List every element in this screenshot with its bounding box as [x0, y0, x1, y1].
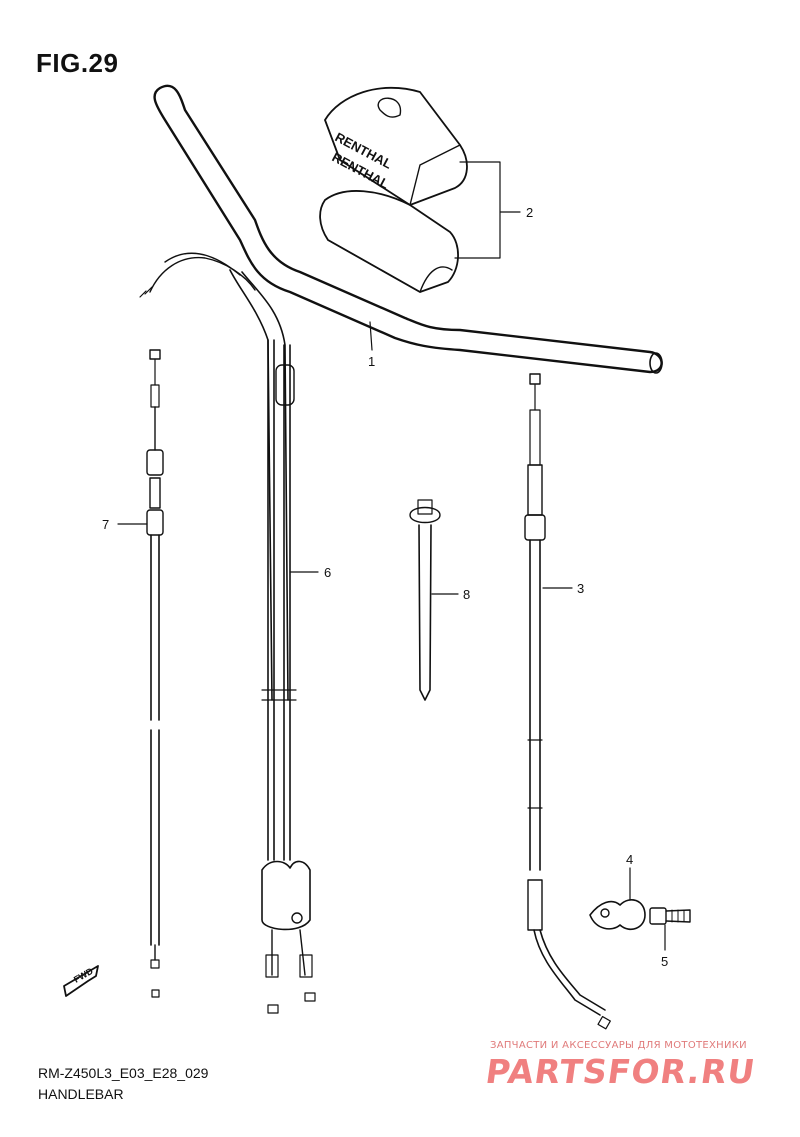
fwd-label: FWD	[72, 966, 95, 985]
callout-1: 1	[368, 354, 375, 369]
handlebar	[153, 84, 663, 374]
callout-4: 4	[626, 852, 633, 867]
callout-7: 7	[102, 517, 109, 532]
figure-caption: HANDLEBAR	[38, 1086, 124, 1102]
watermark-logo: PARTSFOR.RU	[483, 1052, 759, 1091]
bar-pad-cover: RENTHAL RENTHAL	[324, 86, 468, 206]
throttle-cable-set	[139, 252, 316, 1014]
hot-start-cable	[146, 349, 164, 998]
callout-6: 6	[324, 565, 331, 580]
callout-8: 8	[463, 587, 470, 602]
forward-arrow-icon: FWD	[63, 965, 99, 997]
callout-2: 2	[526, 205, 533, 220]
clutch-cable	[524, 373, 611, 1030]
callout-5: 5	[661, 954, 668, 969]
bar-pad-foam	[319, 190, 459, 293]
callout-3: 3	[577, 581, 584, 596]
bolt	[649, 907, 691, 925]
figure-code: RM-Z450L3_E03_E28_029	[38, 1065, 209, 1081]
cable-clamp	[589, 899, 646, 931]
watermark-subtitle: ЗАПЧАСТИ И АКСЕССУАРЫ ДЛЯ МОТОТЕХНИКИ	[490, 1040, 747, 1051]
cable-tie	[409, 499, 441, 701]
figure-title: FIG.29	[36, 48, 119, 78]
